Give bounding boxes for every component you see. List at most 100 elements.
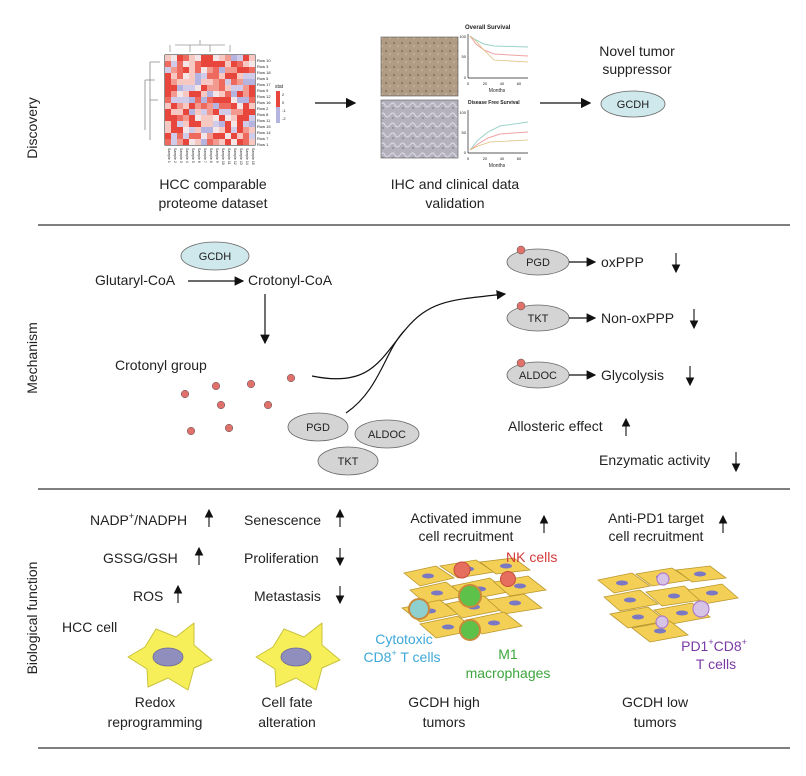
novel-tumor-line2: suppressor — [602, 61, 672, 77]
heatmap-cell — [231, 79, 237, 85]
overall-survival-plot: Overall Survival 100 50 0 0 20 40 60 Mon… — [459, 25, 529, 94]
heatmap-cell — [177, 97, 183, 103]
cd8-sup: + — [391, 648, 396, 658]
cytotoxic-t-cell — [408, 598, 430, 620]
heatmap-cell — [207, 55, 213, 61]
heatmap-cell — [225, 109, 231, 115]
heatmap-cell — [207, 79, 213, 85]
heatmap-cell — [237, 61, 243, 67]
gcdh-ellipse-mechanism — [180, 241, 250, 271]
heatmap-cell — [195, 67, 201, 73]
heatmap-cell — [225, 127, 231, 133]
dfs-ytick: 100 — [459, 110, 466, 115]
crotonyl-dot — [216, 400, 226, 410]
heatmap-cell — [165, 97, 171, 103]
heatmap-cell — [243, 73, 249, 79]
tkt-label-right: TKT — [528, 313, 549, 325]
aldoc-ellipse — [354, 419, 420, 449]
heatmap-cell — [201, 97, 207, 103]
heatmap-cell — [195, 55, 201, 61]
heatmap-cell — [171, 115, 177, 121]
heatmap-cell — [189, 127, 195, 133]
crotonyl-dot — [286, 373, 296, 383]
heatmap-cell — [207, 85, 213, 91]
heatmap-cell — [207, 115, 213, 121]
os-xtick: 60 — [517, 81, 522, 86]
heatmap-cell — [249, 103, 255, 109]
heatmap-cell — [165, 85, 171, 91]
heatmap-cell — [177, 55, 183, 61]
heatmap-legend-value: 0 — [282, 100, 285, 105]
pgd-label: PGD — [306, 422, 330, 434]
heatmap-cell — [189, 97, 195, 103]
gcdh-high-line2: tumors — [423, 714, 466, 730]
pd1-a: PD1 — [681, 638, 708, 654]
heatmap-cell — [195, 127, 201, 133]
heatmap-cell — [171, 67, 177, 73]
heatmap-cell — [219, 67, 225, 73]
allosteric-effect-label: Allosteric effect — [508, 418, 603, 434]
heatmap-cell — [237, 109, 243, 115]
cytotoxic-label-line2: CD8+ T cells — [363, 648, 440, 665]
heatmap-cell — [183, 73, 189, 79]
heatmap-cell — [237, 67, 243, 73]
crotonyl-dot — [186, 426, 196, 436]
enzyme-arrow — [345, 329, 406, 414]
heatmap-cell — [177, 67, 183, 73]
heatmap-cell — [183, 97, 189, 103]
heatmap-cell — [165, 91, 171, 97]
heatmap-cell — [207, 133, 213, 139]
heatmap-cell — [165, 109, 171, 115]
heatmap-cell — [177, 133, 183, 139]
heatmap-cell — [237, 97, 243, 103]
heatmap-cell — [231, 127, 237, 133]
heatmap-cell — [225, 97, 231, 103]
svg-text:Row 11: Row 11 — [257, 118, 271, 123]
heatmap-cell — [243, 97, 249, 103]
heatmap-cell — [213, 85, 219, 91]
heatmap-cell — [249, 139, 255, 145]
heatmap-cell — [225, 67, 231, 73]
heatmap-cell — [183, 121, 189, 127]
svg-text:Row 14: Row 14 — [257, 130, 271, 135]
heatmap-cell — [195, 85, 201, 91]
os-xtick: 40 — [500, 81, 505, 86]
heatmap-cell — [237, 73, 243, 79]
heatmap-cell — [171, 103, 177, 109]
heatmap-cell — [201, 115, 207, 121]
heatmap-cell — [243, 121, 249, 127]
heatmap-cell — [249, 121, 255, 127]
pd1-label-line2: T cells — [696, 656, 736, 672]
nk-cells-label: NK cells — [506, 549, 557, 565]
heatmap-cell — [195, 103, 201, 109]
heatmap-cell — [171, 97, 177, 103]
aldoc-label: ALDOC — [368, 429, 406, 441]
hcc-cell-nucleus — [152, 647, 184, 667]
heatmap-cell — [189, 73, 195, 79]
heatmap-cell — [225, 55, 231, 61]
heatmap-cell — [183, 85, 189, 91]
svg-text:Row 2: Row 2 — [257, 106, 269, 111]
heatmap-cell — [171, 73, 177, 79]
heatmap-cell — [207, 73, 213, 79]
pgd-label-right: PGD — [526, 257, 550, 269]
heatmap-cell — [219, 121, 225, 127]
heatmap-cell — [249, 133, 255, 139]
heatmap-caption-line1: HCC comparable — [159, 176, 267, 192]
heatmap-cell — [231, 103, 237, 109]
m1-label-line2: macrophages — [466, 665, 551, 681]
nadp-label: NADP+/NADPH — [90, 511, 187, 528]
heatmap-cell — [237, 127, 243, 133]
heatmap-cell — [195, 73, 201, 79]
antipd1-line1: Anti-PD1 target — [608, 510, 704, 526]
heatmap-cell — [213, 79, 219, 85]
heatmap-cell — [195, 115, 201, 121]
svg-text:Row 3: Row 3 — [257, 64, 269, 69]
heatmap-cell — [225, 85, 231, 91]
heatmap-cell — [165, 121, 171, 127]
m1-label-line1: M1 — [498, 646, 518, 662]
heatmap-cell — [219, 91, 225, 97]
os-ytick: 0 — [464, 75, 467, 80]
